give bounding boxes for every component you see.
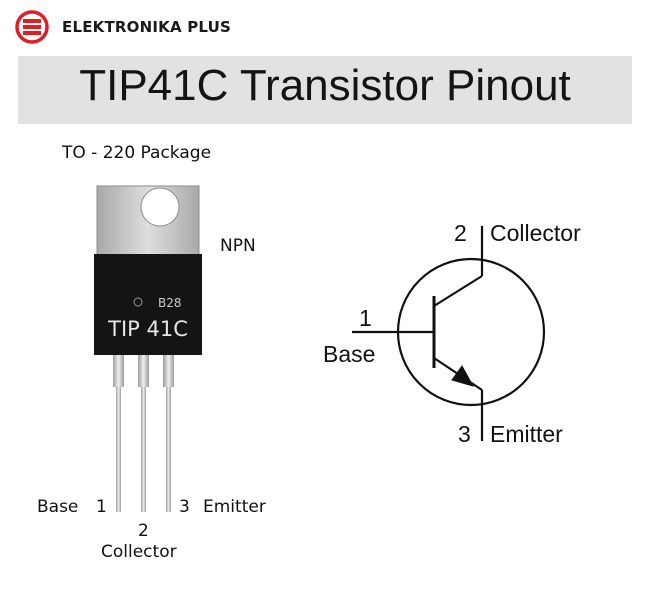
logo-mark-icon [133,297,143,307]
title-banner: TIP41C Transistor Pinout [18,56,632,124]
pkg-pin2-name: Collector [101,542,177,562]
pkg-pin1-num: 1 [96,497,107,517]
sym-emitter-num: 3 [458,421,471,447]
npn-label: NPN [220,236,256,256]
page-title: TIP41C Transistor Pinout [79,61,571,110]
sym-collector-num: 2 [454,220,467,246]
sym-base-name: Base [323,341,375,367]
marking-main: TIP 41C [107,317,188,341]
brand-name: ELEKTRONIKA PLUS [62,18,231,36]
circle-e-logo-icon [15,10,49,44]
npn-symbol [352,226,546,441]
emitter-arrow-icon [451,365,475,387]
package-label: TO - 220 Package [62,143,212,163]
lead-base [113,355,124,387]
to220-package: B28 TIP 41C [94,185,202,512]
package-leads [113,355,174,512]
brand: ELEKTRONIKA PLUS [14,10,231,44]
marking-small: B28 [158,296,182,310]
sym-collector-name: Collector [490,220,581,246]
sym-base-num: 1 [359,305,372,331]
pkg-pin3-name: Emitter [203,497,266,517]
collector-line [433,275,483,307]
lead-emitter [163,355,174,387]
package-body [94,254,202,355]
sym-emitter-name: Emitter [490,421,563,447]
lead-collector [138,355,149,387]
metal-tab [96,185,200,260]
pkg-pin2-num: 2 [138,521,149,541]
pkg-pin3-num: 3 [179,497,190,517]
pkg-pin1-name: Base [37,497,78,517]
